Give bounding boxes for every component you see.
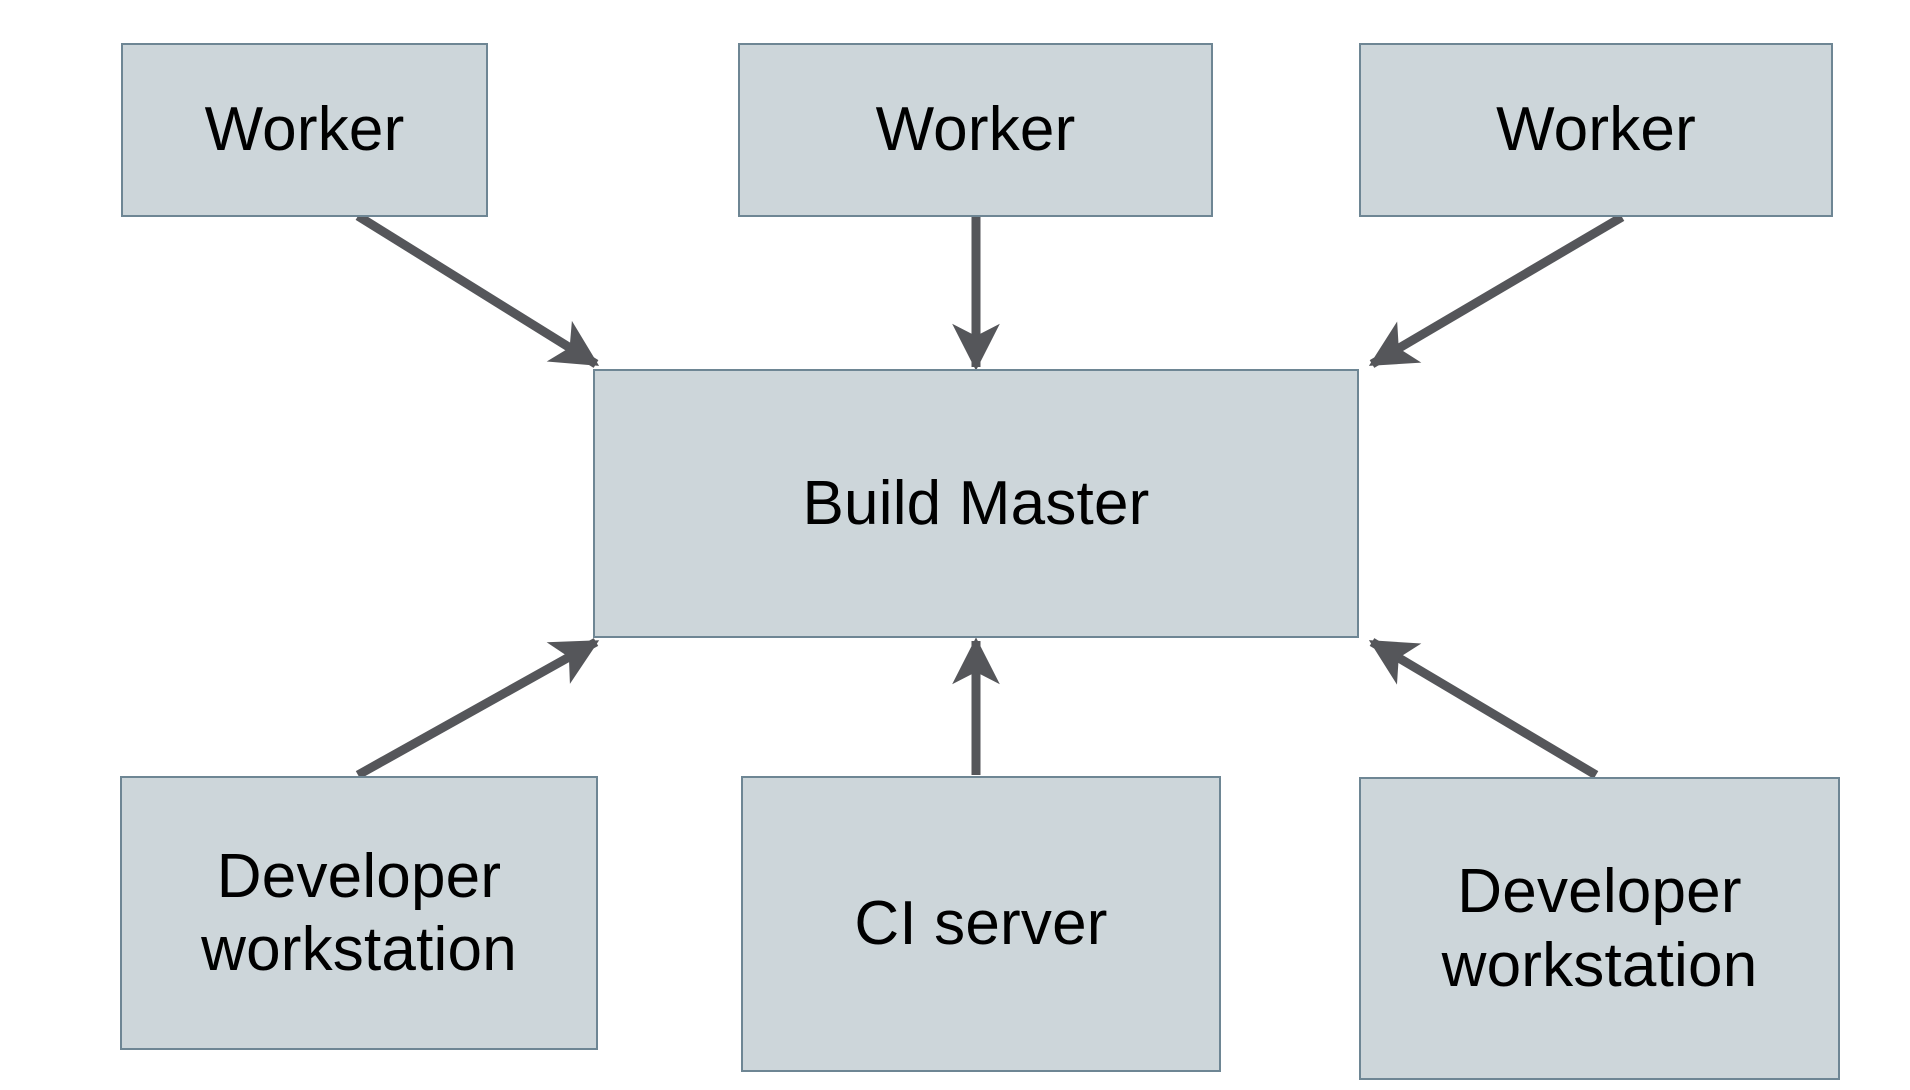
node-developer-workstation-right-label: Developer workstation	[1441, 857, 1758, 1000]
node-ci-server-label: CI server	[854, 889, 1108, 959]
node-developer-workstation-left-label: Developer workstation	[201, 841, 517, 984]
node-developer-workstation-left[interactable]: Developer workstation	[120, 776, 598, 1050]
edge-dev-ws-right-to-build-master	[1368, 638, 1599, 779]
node-worker-3-label: Worker	[1496, 95, 1696, 165]
node-build-master[interactable]: Build Master	[593, 369, 1359, 638]
node-build-master-label: Build Master	[802, 468, 1150, 538]
edge-dev-ws-left-to-build-master	[355, 638, 600, 779]
node-worker-3[interactable]: Worker	[1359, 43, 1833, 217]
node-ci-server[interactable]: CI server	[741, 776, 1221, 1072]
node-developer-workstation-right[interactable]: Developer workstation	[1359, 777, 1840, 1080]
node-worker-1-label: Worker	[204, 95, 405, 165]
edge-worker-3-to-build-master	[1368, 213, 1625, 368]
node-worker-2-label: Worker	[875, 95, 1076, 165]
edge-worker-1-to-build-master	[355, 212, 600, 368]
node-worker-2[interactable]: Worker	[738, 43, 1213, 217]
node-worker-1[interactable]: Worker	[121, 43, 488, 217]
